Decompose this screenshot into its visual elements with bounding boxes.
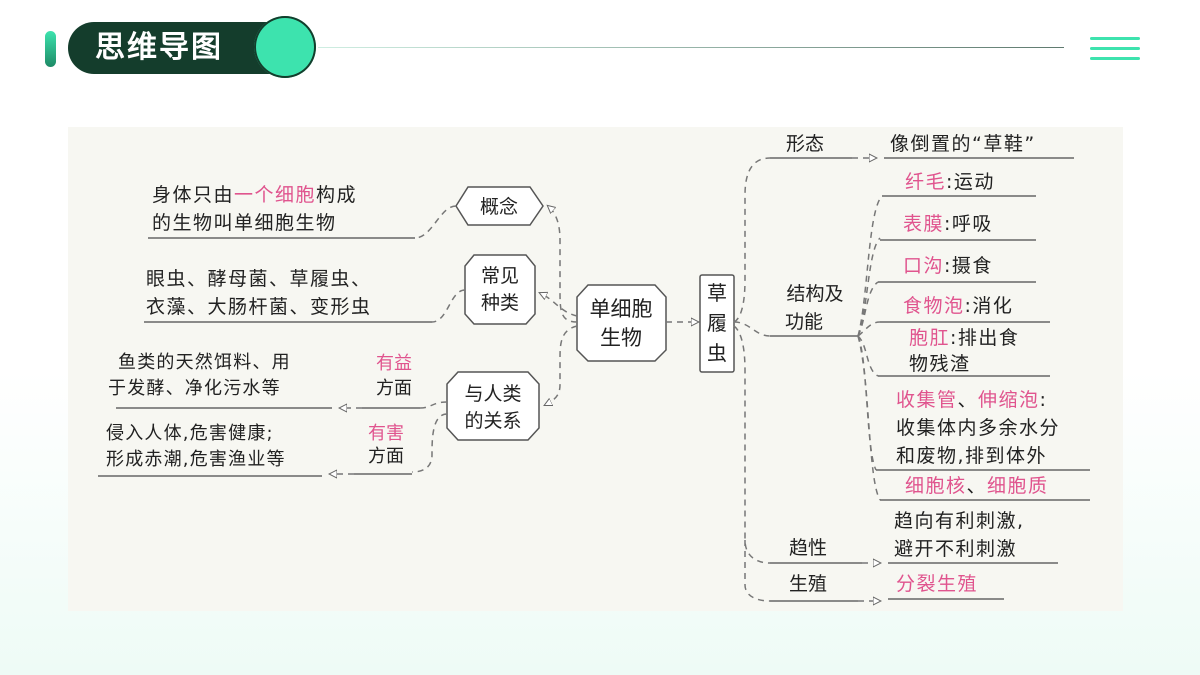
edge-paramecium-shape — [733, 157, 771, 323]
mind-map-panel — [68, 127, 1123, 611]
structure-item-anal-pore-cont: 物残渣 — [909, 353, 971, 375]
edge-relation-good — [419, 401, 448, 409]
shape-desc: 像倒置的“草鞋” — [890, 133, 1036, 155]
edge-relation-bad — [411, 413, 448, 473]
types-desc-line-2: 衣藻、大肠杆菌、变形虫 — [146, 296, 372, 318]
shape-label: 形态 — [786, 133, 824, 155]
bad-desc-line-1: 侵入人体,危害健康; — [106, 423, 274, 444]
reproduction-label: 生殖 — [789, 573, 827, 595]
good-desc-line-1: 鱼类的天然饵料、用 — [118, 352, 291, 373]
edge-paramecium-structure — [733, 321, 771, 337]
relation-label-line-1: 与人类 — [464, 383, 521, 405]
good-desc-line-2: 于发酵、净化污水等 — [108, 378, 281, 399]
paramecium-label-3: 虫 — [707, 341, 727, 365]
taxis-desc-line-2: 避开不利刺激 — [894, 538, 1017, 560]
types-label-line-1: 常见 — [481, 265, 519, 287]
paramecium-label-1: 草 — [707, 281, 727, 305]
edge-paramecium-taxis — [733, 325, 771, 564]
paramecium-node: 草 履 虫 — [699, 274, 735, 373]
title-accent-bar — [45, 31, 56, 67]
reproduction-desc: 分裂生殖 — [896, 573, 978, 595]
title-circle-decoration — [254, 16, 316, 78]
edge-concept-desc — [414, 205, 457, 239]
structure-item-food-vacuole: 食物泡:消化 — [903, 295, 1013, 317]
structure-item-cilia: 纤毛:运动 — [905, 171, 995, 193]
structure-item-anal-pore: 胞肛:排出食 — [909, 327, 1019, 349]
structure-item-nucleus: 细胞核、细胞质 — [905, 475, 1049, 497]
structure-label-line-1: 结构及 — [786, 283, 843, 305]
types-desc-line-1: 眼虫、酵母菌、草履虫、 — [146, 268, 372, 290]
structure-item-oral-groove: 口沟:摄食 — [903, 255, 993, 277]
structure-item-contractile-desc-2: 和废物,排到体外 — [896, 445, 1047, 467]
types-node: 常见 种类 — [464, 254, 536, 325]
page-title: 思维导图 — [95, 30, 223, 65]
center-node-line-2: 生物 — [600, 326, 642, 350]
types-label-line-2: 种类 — [481, 292, 519, 314]
relation-label-line-2: 的关系 — [464, 410, 521, 432]
structure-label-line-2: 功能 — [785, 311, 823, 333]
concept-label: 概念 — [480, 195, 518, 218]
center-node: 单细胞 生物 — [576, 284, 667, 362]
structure-underlines — [876, 195, 1090, 501]
bad-desc-line-2: 形成赤潮,危害渔业等 — [106, 449, 286, 470]
good-label-line-2: 方面 — [376, 378, 412, 399]
taxis-label: 趋性 — [789, 537, 827, 559]
good-label-line-1: 有益 — [376, 353, 412, 374]
structure-item-pellicle: 表膜:呼吸 — [903, 213, 993, 235]
edge-types-desc — [431, 289, 466, 323]
concept-desc-line-1: 身体只由一个细胞构成 — [152, 184, 357, 206]
structure-item-contractile-desc-1: 收集体内多余水分 — [896, 417, 1060, 439]
bad-label-line-1: 有害 — [368, 423, 404, 444]
menu-icon[interactable] — [1090, 37, 1140, 61]
taxis-desc-line-1: 趋向有利刺激, — [894, 510, 1025, 532]
structure-fan — [857, 195, 883, 501]
edge-center-concept — [548, 206, 578, 323]
structure-item-contractile-vacuole: 收集管、伸缩泡: — [896, 389, 1047, 411]
relation-node: 与人类 的关系 — [446, 371, 540, 441]
paramecium-label-2: 履 — [707, 311, 727, 335]
edge-center-relation — [545, 325, 578, 405]
center-node-line-1: 单细胞 — [590, 297, 653, 321]
bad-label-line-2: 方面 — [368, 446, 404, 467]
concept-node: 概念 — [455, 186, 544, 226]
edge-paramecium-reproduction — [744, 540, 771, 602]
edge-center-types — [540, 293, 578, 317]
concept-desc-line-2: 的生物叫单细胞生物 — [152, 212, 337, 234]
header-divider — [318, 47, 1064, 48]
